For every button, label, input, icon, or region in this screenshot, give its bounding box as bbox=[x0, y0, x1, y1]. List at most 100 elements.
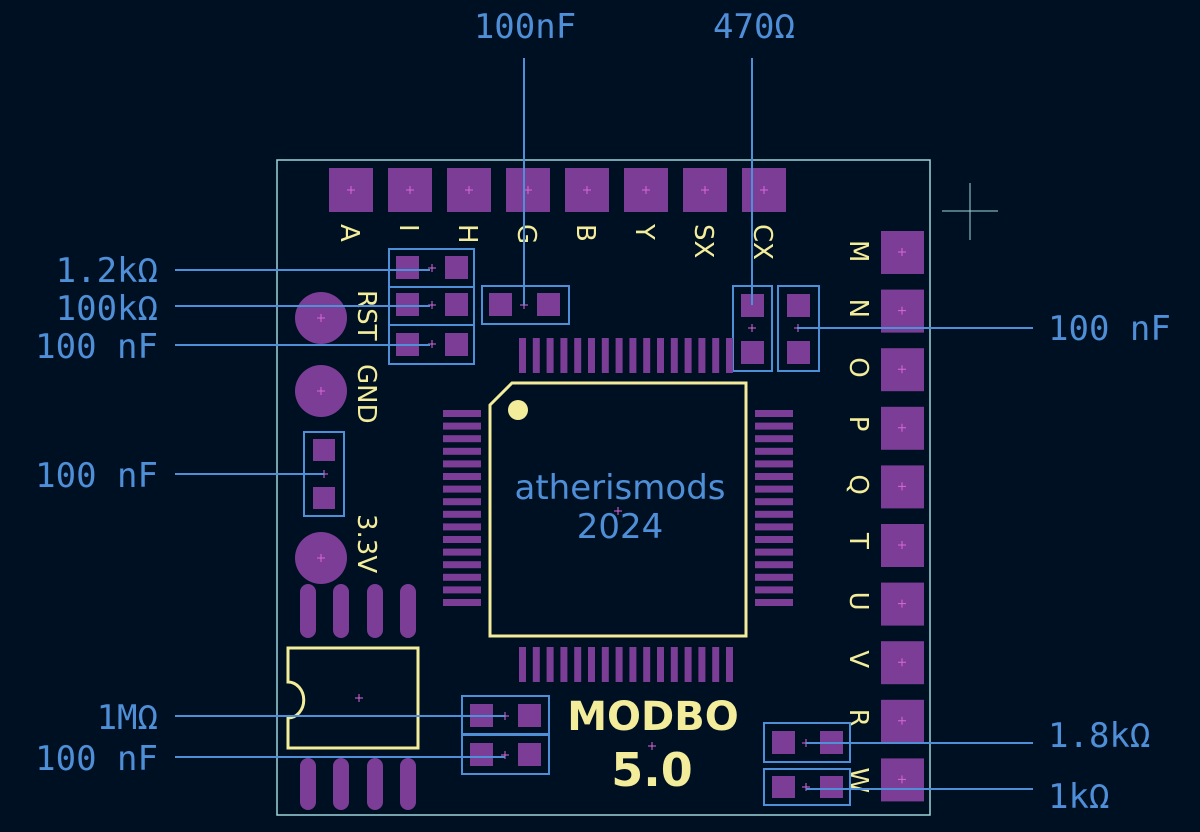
callout-bottom-c: 100 nF bbox=[35, 739, 158, 779]
chip-leg bbox=[698, 647, 706, 682]
right-pin-label: R bbox=[843, 709, 873, 727]
chip-leg bbox=[726, 338, 733, 373]
pad-cross-icon bbox=[898, 365, 906, 374]
pad-cross-icon bbox=[465, 186, 473, 194]
pad-cross-icon bbox=[701, 186, 709, 194]
chip-leg bbox=[629, 338, 637, 373]
chip-leg bbox=[443, 523, 481, 531]
gnd-label: GND bbox=[351, 364, 381, 424]
chip-leg bbox=[546, 338, 554, 373]
callout-left-r2: 100kΩ bbox=[56, 289, 158, 329]
pad-cross-icon bbox=[898, 423, 906, 432]
pad-cross-icon bbox=[583, 186, 591, 194]
right-top-pair bbox=[732, 285, 820, 372]
right-pin-label: Q bbox=[843, 474, 873, 494]
chip-leg bbox=[443, 473, 481, 480]
pad-cross-icon bbox=[760, 186, 768, 194]
pad-cross-icon bbox=[317, 387, 325, 395]
pad-cross-icon bbox=[898, 658, 906, 667]
chip-leg bbox=[755, 599, 793, 606]
chip-leg bbox=[755, 523, 793, 531]
mcu-chip: atherismods 2024 bbox=[443, 338, 793, 682]
pad-cross-icon bbox=[898, 306, 906, 315]
chip-leg bbox=[726, 647, 733, 682]
chip-leg bbox=[443, 447, 481, 455]
chip-leg bbox=[755, 422, 793, 430]
chip-leg bbox=[519, 338, 526, 373]
pad-cross-icon bbox=[898, 716, 906, 725]
top-pin-label: B bbox=[570, 224, 600, 242]
chip-leg bbox=[755, 485, 793, 493]
right-pin-label: V bbox=[843, 650, 873, 668]
callout-left-r1: 1.2kΩ bbox=[56, 251, 158, 291]
right-pin-label: M bbox=[843, 240, 873, 262]
pad-cross-icon bbox=[317, 314, 325, 322]
chip-leg bbox=[657, 338, 664, 373]
logo-version: 5.0 bbox=[611, 743, 693, 797]
board-outline bbox=[276, 159, 931, 816]
pin1-dot-icon bbox=[508, 400, 528, 420]
chip-leg bbox=[443, 435, 481, 443]
chip-leg bbox=[698, 338, 706, 373]
resistor-r2 bbox=[388, 286, 475, 326]
crystal-footprint bbox=[286, 584, 420, 810]
top-pin-label: A bbox=[334, 224, 364, 242]
chip-leg bbox=[601, 647, 609, 682]
chip-leg bbox=[712, 647, 720, 682]
chip-leg bbox=[588, 338, 595, 373]
chip-leg bbox=[443, 561, 481, 569]
pad-cross-icon bbox=[748, 324, 756, 332]
chip-leg bbox=[712, 338, 720, 373]
chip-text-line2: 2024 bbox=[577, 507, 664, 547]
right-header-pads bbox=[881, 231, 924, 802]
chip-leg bbox=[755, 536, 793, 543]
pad-cross-icon bbox=[317, 554, 325, 562]
chip-leg bbox=[755, 548, 793, 556]
logo-name: MODBO bbox=[567, 694, 739, 740]
chip-leg bbox=[670, 338, 678, 373]
chip-leg bbox=[546, 647, 554, 682]
pad-cross-icon bbox=[898, 248, 906, 256]
chip-leg bbox=[443, 410, 481, 417]
chip-leg bbox=[684, 338, 692, 373]
chip-leg bbox=[755, 435, 793, 443]
chip-leg bbox=[560, 338, 568, 373]
chip-leg bbox=[629, 647, 637, 682]
right-pin-label: O bbox=[843, 357, 873, 377]
chip-leg bbox=[755, 447, 793, 455]
chip-legs-left bbox=[443, 410, 481, 606]
chip-leg bbox=[755, 498, 793, 506]
top-pin-label: Y bbox=[629, 223, 659, 240]
chip-leg bbox=[643, 647, 651, 682]
callout-right-r2: 1kΩ bbox=[1048, 777, 1109, 817]
chip-leg bbox=[670, 647, 678, 682]
callout-right-c: 100 nF bbox=[1048, 309, 1171, 349]
pad-cross-icon bbox=[428, 264, 436, 272]
chip-leg bbox=[443, 498, 481, 506]
callout-left-c2: 100 nF bbox=[35, 456, 158, 496]
pad-cross-icon bbox=[524, 186, 532, 194]
pad-cross-icon bbox=[355, 694, 363, 702]
chip-leg bbox=[755, 586, 793, 594]
chip-leg bbox=[560, 647, 568, 682]
top-pin-label: H bbox=[452, 224, 482, 244]
chip-leg bbox=[443, 510, 481, 518]
rst-label: RST bbox=[351, 290, 381, 341]
callout-top-cap: 100nF bbox=[474, 7, 576, 47]
chip-leg bbox=[657, 647, 664, 682]
chip-leg bbox=[615, 338, 623, 373]
chip-leg bbox=[532, 647, 540, 682]
chip-leg bbox=[615, 647, 623, 682]
chip-leg bbox=[643, 338, 651, 373]
chip-leg bbox=[519, 647, 526, 682]
chip-leg bbox=[443, 485, 481, 493]
left-component-cluster bbox=[388, 248, 570, 365]
chip-leg bbox=[443, 573, 481, 581]
right-pin-label: U bbox=[843, 592, 873, 611]
right-pin-label: N bbox=[843, 299, 873, 318]
top-pin-label: SX bbox=[688, 224, 718, 258]
resistor-r1 bbox=[388, 248, 475, 288]
